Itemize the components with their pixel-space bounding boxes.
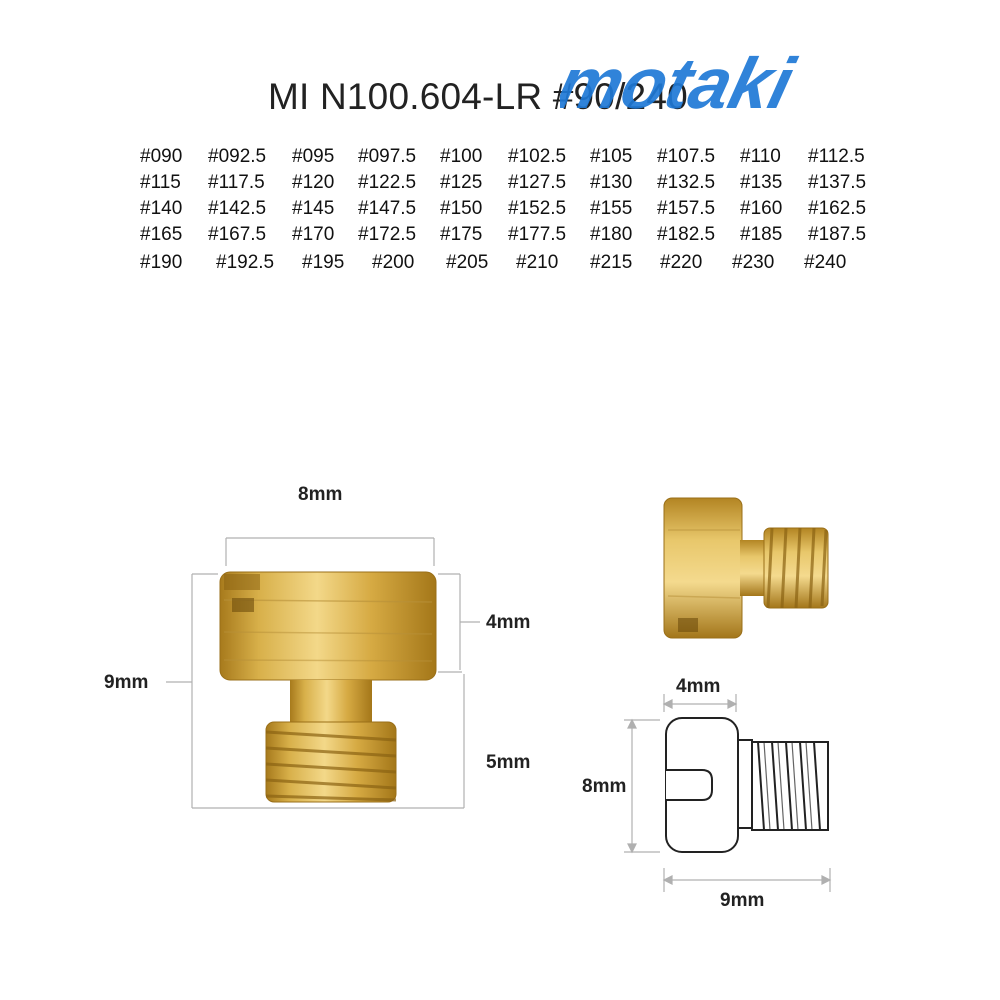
jet-size-item: #220 [660,252,703,273]
jet-size-item: #192.5 [216,252,275,273]
jet-size-item: #102.5 [508,146,567,167]
jet-size-item: #090 [140,146,183,167]
jet-size-item: #140 [140,198,183,219]
jet-size-item: #170 [292,224,335,245]
jet-size-item: #187.5 [808,224,867,245]
jet-size-item: #147.5 [358,198,417,219]
jet-size-item: #117.5 [208,172,265,193]
jet-size-item: #157.5 [657,198,716,219]
jet-size-item: #135 [740,172,783,193]
jet-size-item: #095 [292,146,335,167]
jet-size-item: #210 [516,252,559,273]
jet-size-item: #195 [302,252,345,273]
jet-sizes-row: #140 #142.5 #145 #147.5 #150 #152.5 #155 #157.5… [140,198,880,224]
jet-size-item: #172.5 [358,224,417,245]
jet-size-item: #180 [590,224,633,245]
jet-size-item: #142.5 [208,198,267,219]
diagram-label-head-length: 4mm [676,676,721,697]
jet-size-item: #162.5 [808,198,867,219]
jet-size-item: #132.5 [657,172,716,193]
jet-size-item: #110 [740,146,781,167]
dimension-lines-large [166,537,480,809]
jet-size-item: #165 [140,224,183,245]
jet-size-item: #167.5 [208,224,267,245]
jet-size-item: #205 [446,252,489,273]
jet-size-item: #182.5 [657,224,716,245]
jet-size-item: #177.5 [508,224,567,245]
dimension-label-head-height: 4mm [486,612,531,633]
jet-size-item: #190 [140,252,183,273]
brand-logo: motaki [560,48,803,124]
dimension-label-total-height: 9mm [104,672,149,693]
jet-size-item: #120 [292,172,335,193]
jet-sizes-row: #165 #167.5 #170 #172.5 #175 #177.5 #180 #182.5… [140,224,880,250]
jet-size-item: #175 [440,224,483,245]
jet-size-item: #122.5 [358,172,417,193]
jet-size-item: #115 [140,172,181,193]
brand-logo-text: motaki [560,48,803,124]
jet-size-item: #112.5 [808,146,865,167]
jet-size-item: #105 [590,146,633,167]
jet-size-item: #152.5 [508,198,567,219]
jet-size-item: #100 [440,146,483,167]
jet-size-item: #130 [590,172,633,193]
product-title: MI N100.604-LR #90/240 [268,76,688,117]
jet-size-item: #160 [740,198,783,219]
jet-sizes-row: #190 #192.5 #195 #200 #205 #210 #215 #220 #230 #2… [140,252,880,278]
dimension-label-head-width: 8mm [298,484,343,505]
jet-size-item: #107.5 [657,146,716,167]
jet-size-item: #150 [440,198,483,219]
dimension-label-thread-length: 5mm [486,752,531,773]
jet-size-item: #125 [440,172,483,193]
jet-photo-side [663,497,829,639]
jet-size-item: #240 [804,252,847,273]
jet-size-item: #185 [740,224,783,245]
jet-sizes-row: #090 #092.5 #095 #097.5 #100 #102.5 #105 #107.5… [140,146,880,172]
jet-size-item: #215 [590,252,633,273]
jet-size-item: #137.5 [808,172,867,193]
diagram-label-head-diameter: 8mm [582,776,627,797]
jet-diagram [665,717,829,853]
jet-size-item: #145 [292,198,335,219]
jet-size-item: #097.5 [358,146,417,167]
diagram-label-total-length: 9mm [720,890,765,911]
jet-photo-large [219,571,437,803]
dimension-lines-diagram [624,694,832,892]
jet-size-item: #127.5 [508,172,567,193]
jet-size-item: #092.5 [208,146,267,167]
jet-size-item: #155 [590,198,633,219]
jet-sizes-row: #115 #117.5 #120 #122.5 #125 #127.5 #130 #132.5… [140,172,880,198]
jet-size-item: #230 [732,252,775,273]
jet-size-item: #200 [372,252,415,273]
